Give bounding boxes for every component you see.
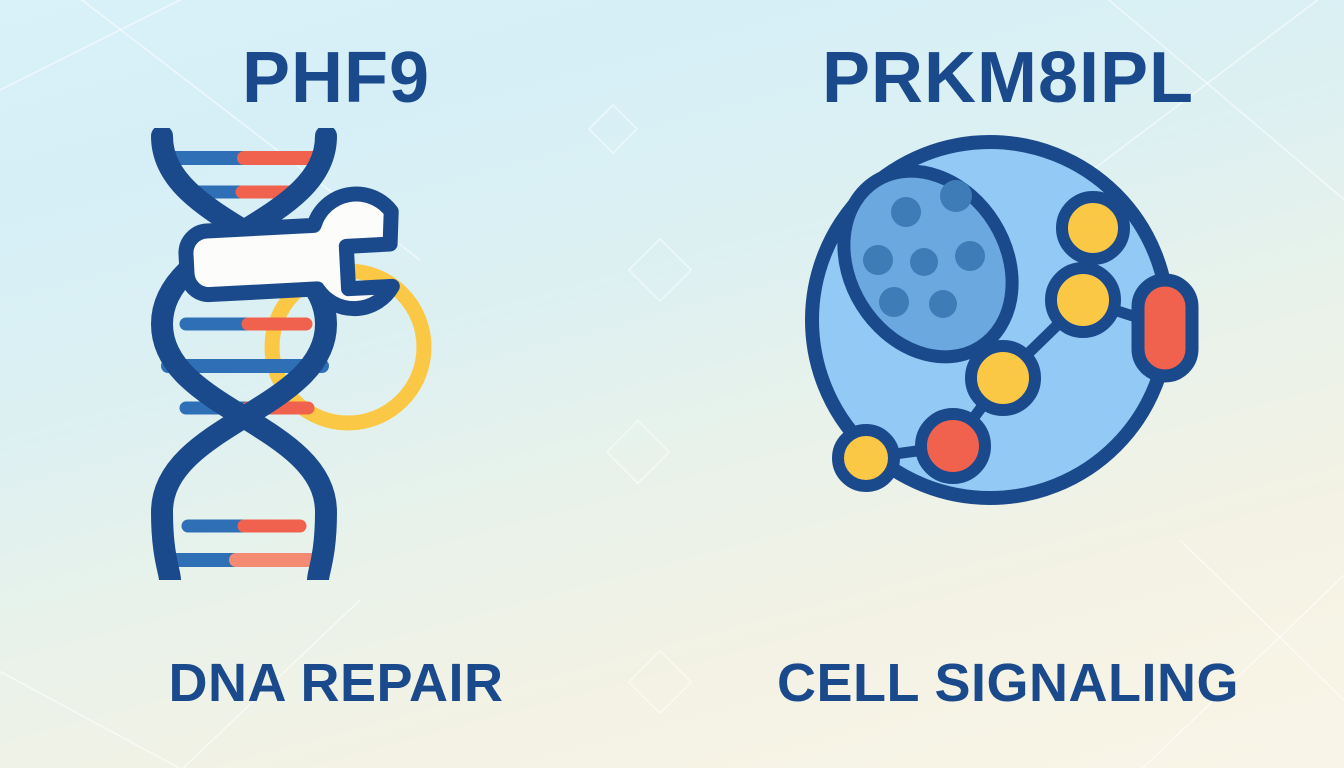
cell-membrane-icon xyxy=(805,135,1199,505)
dna-helix-icon xyxy=(150,128,432,580)
gene-title-left: PHF9 xyxy=(241,38,431,118)
dna-strands xyxy=(150,128,338,580)
panel-prkm8ipl: PRKM8IPL xyxy=(672,0,1344,768)
signal-node-icon-3 xyxy=(965,340,1041,416)
dna-repair-illustration xyxy=(0,128,672,580)
panel-phf9: PHF9 xyxy=(0,38,672,713)
cascade-nodes xyxy=(832,191,1130,492)
signal-node-icon-2 xyxy=(1045,262,1121,338)
gene-title-right: PRKM8IPL xyxy=(821,38,1195,118)
caption-cell-signaling: CELL SIGNALING xyxy=(776,653,1240,713)
nucleus-dots xyxy=(863,180,985,318)
signal-node-icon-4 xyxy=(915,408,991,484)
signal-node-icon-1 xyxy=(1056,191,1130,265)
signal-node-icon-5 xyxy=(832,424,900,492)
caption-dna-repair: DNA REPAIR xyxy=(168,653,504,713)
wrench-icon xyxy=(178,186,400,317)
nucleus-icon xyxy=(837,164,1019,364)
cell-signaling-illustration xyxy=(672,128,1344,580)
receptor-icon xyxy=(1131,273,1199,383)
